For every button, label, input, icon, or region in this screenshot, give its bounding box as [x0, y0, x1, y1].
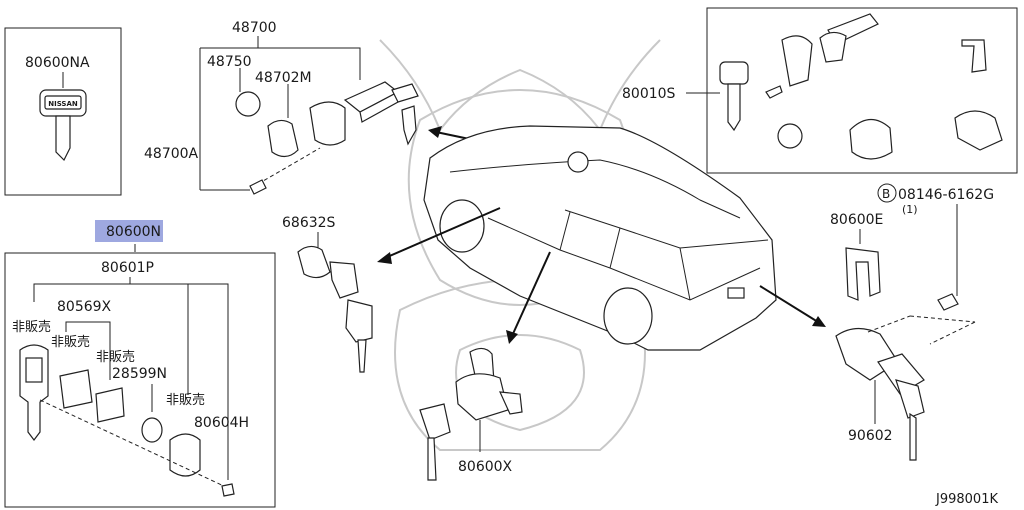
highlight-80600N	[95, 220, 163, 242]
callout-80600N[interactable]: 80600N	[106, 224, 161, 240]
station-wagon-illustration	[423, 125, 777, 351]
callout-08146[interactable]: 08146-6162G	[898, 187, 994, 203]
door-lock-80600X	[419, 347, 523, 481]
quantity-note: (1)	[902, 203, 918, 216]
callout-80600E[interactable]: 80600E	[830, 212, 883, 228]
ignition-group	[199, 36, 419, 195]
label-not-for-sale-1: 非販売	[12, 319, 51, 335]
callout-80600NA[interactable]: 80600NA	[25, 55, 90, 71]
kit-parts	[719, 13, 1003, 160]
callout-80010S[interactable]: 80010S	[622, 86, 676, 102]
callout-48700A[interactable]: 48700A	[144, 146, 199, 162]
back-door-lock	[835, 315, 976, 461]
label-not-for-sale-3: 非販売	[96, 349, 135, 365]
callout-80569X[interactable]: 80569X	[57, 299, 112, 315]
callout-68632S[interactable]: 68632S	[282, 215, 336, 231]
callout-80601P[interactable]: 80601P	[101, 260, 154, 276]
callout-80600X[interactable]: 80600X	[458, 459, 513, 475]
key-box-80600NA	[4, 27, 122, 196]
bolt-circle	[877, 183, 897, 203]
diagram-id: J998001K	[935, 492, 998, 507]
callout-48702M[interactable]: 48702M	[255, 70, 312, 86]
label-not-for-sale-2: 非販売	[51, 334, 90, 350]
remote-box	[4, 252, 276, 508]
kit-box-80010S	[706, 7, 1018, 174]
callout-48750[interactable]: 48750	[207, 54, 252, 70]
ignition-lock-cylinder	[343, 81, 419, 146]
callout-28599N[interactable]: 28599N	[112, 366, 167, 382]
label-not-for-sale-4: 非販売	[166, 392, 205, 408]
callout-80604H[interactable]: 80604H	[194, 415, 249, 431]
key-logo: NISSAN	[48, 100, 78, 108]
remote-key-parts	[19, 344, 235, 497]
lock-68632S	[297, 245, 373, 373]
callout-48700[interactable]: 48700	[232, 20, 277, 36]
ignition-switch-housing	[235, 91, 346, 158]
master-key-icon: NISSAN	[39, 89, 87, 162]
bolt-circle-letter: B	[882, 187, 890, 201]
callout-90602[interactable]: 90602	[848, 428, 893, 444]
retainer-clip	[845, 247, 881, 301]
